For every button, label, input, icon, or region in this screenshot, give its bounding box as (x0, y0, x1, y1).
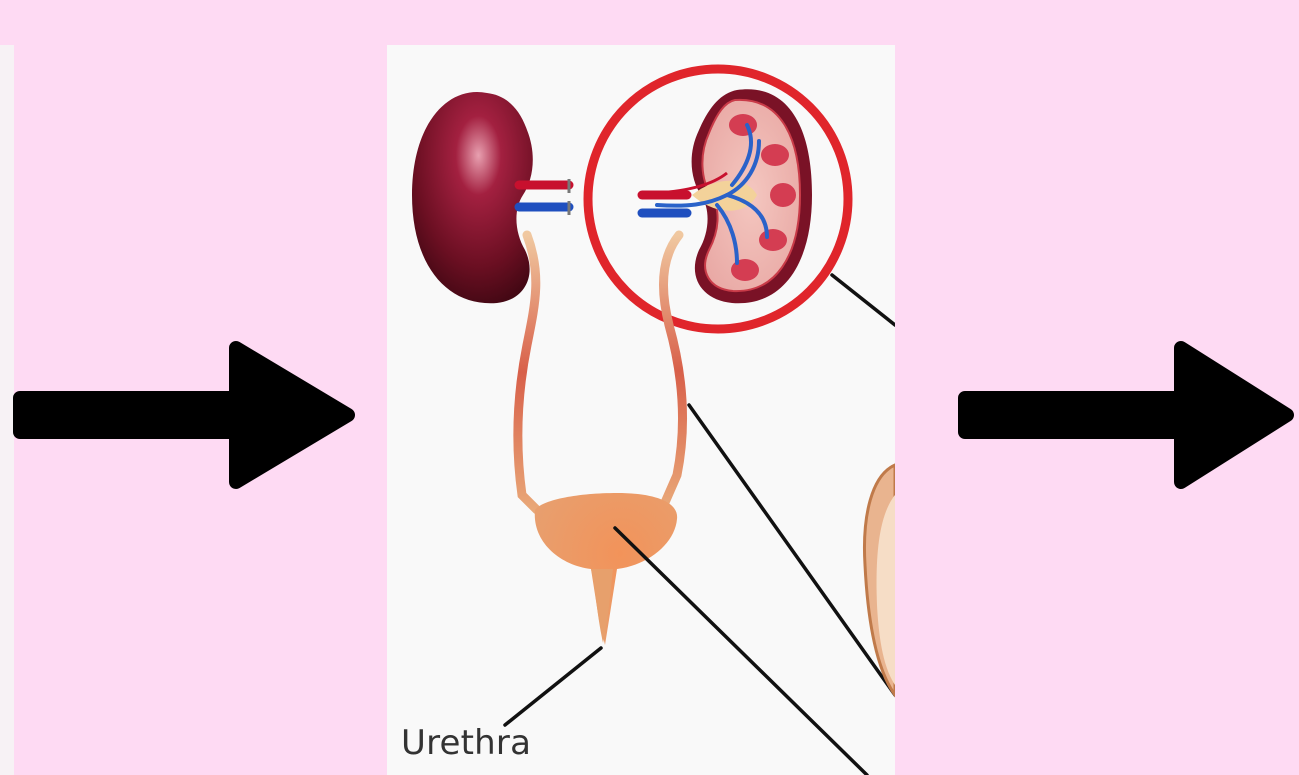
urinary-system-illustration: Urethra (387, 45, 895, 775)
arrow-right-icon (8, 340, 360, 490)
arrow-right-icon (953, 340, 1299, 490)
left-kidney (412, 92, 533, 303)
urethra-label: Urethra (401, 723, 531, 763)
right-ureter (663, 235, 683, 507)
